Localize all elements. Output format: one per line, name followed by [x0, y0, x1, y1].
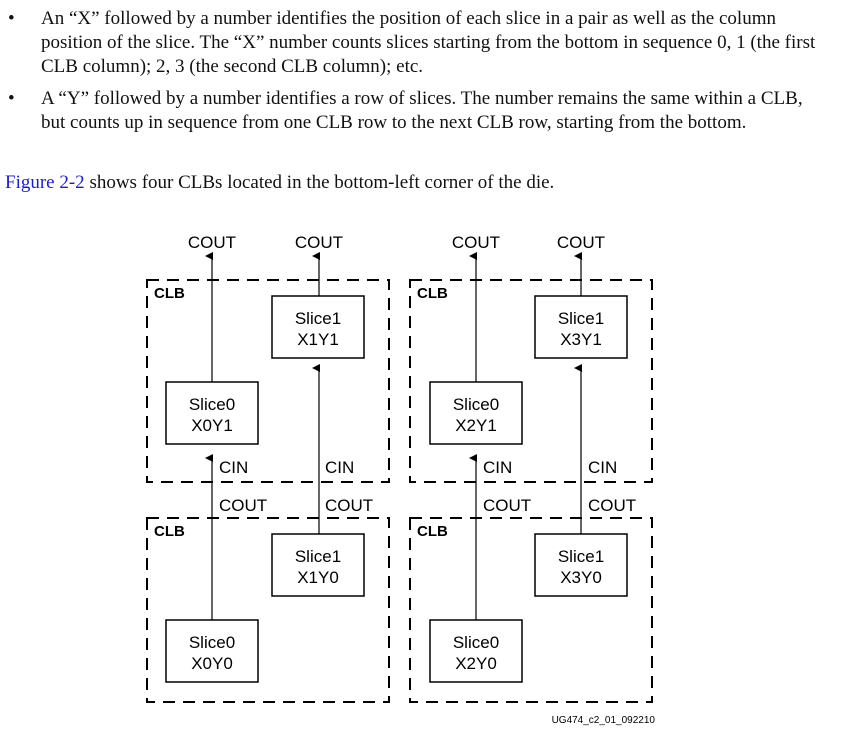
slice-box [271, 533, 365, 597]
cout-label-mid: COUT [325, 496, 373, 515]
cout-label-mid: COUT [219, 496, 267, 515]
slice-coord: X3Y0 [560, 568, 602, 587]
cout-label-mid: COUT [483, 496, 531, 515]
cout-label-top: COUT [557, 233, 605, 252]
slice-name: Slice0 [189, 633, 235, 652]
cout-label-top: COUT [295, 233, 343, 252]
slice-box [534, 533, 628, 597]
intro-paragraph: Figure 2-2 shows four CLBs located in th… [5, 171, 554, 195]
cout-label-mid: COUT [588, 496, 636, 515]
clb-label: CLB [417, 523, 448, 540]
slice-box [534, 295, 628, 359]
slice-coord: X2Y0 [455, 654, 497, 673]
cin-label: CIN [219, 458, 248, 477]
slice-coord: X1Y0 [297, 568, 339, 587]
clb-box-bottom-right [409, 517, 653, 703]
slice-coord: X0Y1 [191, 416, 233, 435]
slice-coord: X0Y0 [191, 654, 233, 673]
clb-box-bottom-left [146, 517, 390, 703]
clb-label: CLB [154, 523, 185, 540]
slice-name: Slice0 [453, 395, 499, 414]
figure-link[interactable]: Figure 2-2 [5, 172, 85, 193]
slice-name: Slice0 [453, 633, 499, 652]
slice-coord: X1Y1 [297, 330, 339, 349]
clb-label: CLB [154, 285, 185, 302]
slice-box [165, 381, 259, 445]
cout-label-top: COUT [188, 233, 236, 252]
slice-name: Slice1 [295, 547, 341, 566]
slice-coord: X3Y1 [560, 330, 602, 349]
clb-box-top-right [409, 279, 653, 483]
intro-text: shows four CLBs located in the bottom-le… [84, 172, 555, 193]
slice-box [271, 295, 365, 359]
clb-box-top-left [146, 279, 390, 483]
clb-label: CLB [417, 285, 448, 302]
slice-box [429, 619, 523, 683]
bullet-marker: • [8, 88, 15, 109]
cin-label: CIN [483, 458, 512, 477]
bullet-text: A “Y” followed by a number identifies a … [41, 88, 803, 133]
bullet-marker: • [8, 8, 15, 29]
cout-label-top: COUT [452, 233, 500, 252]
slice-name: Slice1 [558, 309, 604, 328]
slice-name: Slice1 [558, 547, 604, 566]
bullet-text: An “X” followed by a number identifies t… [41, 8, 816, 77]
slice-box [429, 381, 523, 445]
figure-id: UG474_c2_01_092210 [552, 715, 656, 726]
slice-box [165, 619, 259, 683]
slice-name: Slice1 [295, 309, 341, 328]
slice-coord: X2Y1 [455, 416, 497, 435]
clb-diagram: CLB CLB CLB CLB COUT COUT COUT COUT [146, 233, 656, 726]
cin-label: CIN [325, 458, 354, 477]
slice-name: Slice0 [189, 395, 235, 414]
cin-label: CIN [588, 458, 617, 477]
